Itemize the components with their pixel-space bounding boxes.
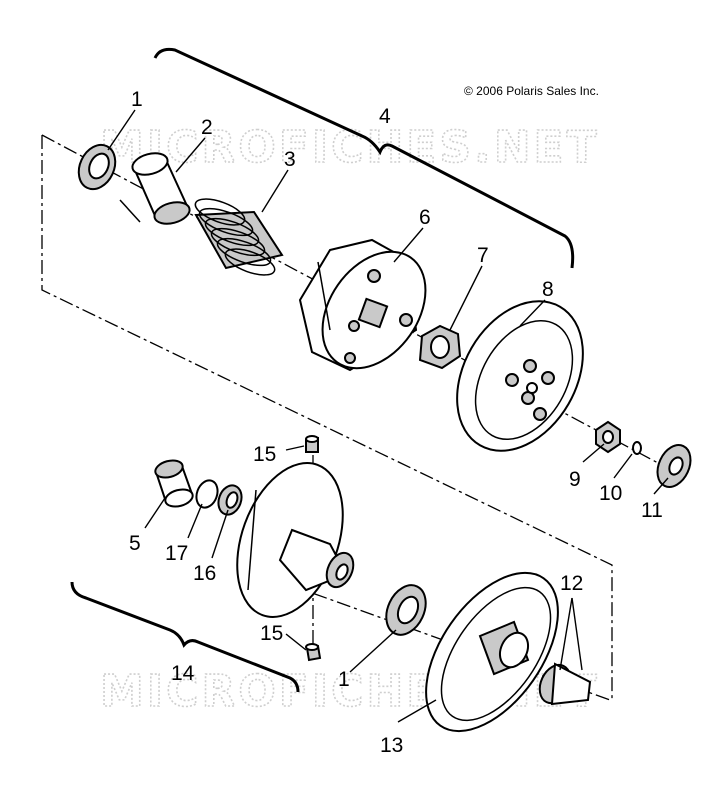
part-1-seal-bottom [385, 584, 427, 636]
part-1-seal-top [77, 143, 117, 191]
callout-3: 3 [284, 148, 296, 171]
callout-12: 12 [560, 572, 583, 595]
callout-8: 8 [542, 278, 554, 301]
callout-10: 10 [599, 482, 622, 505]
part-6-clutch-shoe [298, 238, 427, 372]
callout-16: 16 [193, 562, 216, 585]
bracket-14 [70, 581, 300, 693]
callout-7: 7 [477, 244, 489, 267]
callout-2: 2 [201, 116, 213, 139]
part-9-nut [595, 420, 621, 454]
part-13-movable-sheave [425, 571, 559, 733]
callout-11: 11 [641, 499, 663, 522]
callout-1-top: 1 [131, 88, 143, 111]
callout-6: 6 [419, 206, 431, 229]
part-15-fitting-top [305, 435, 319, 453]
part-11-seal [656, 444, 692, 488]
copyright-notice: © 2006 Polaris Sales Inc. [464, 84, 599, 98]
bracket-4 [153, 47, 575, 269]
part-16-spacer [217, 484, 243, 516]
callout-4: 4 [379, 105, 391, 128]
part-8-clutch-drum [456, 300, 584, 452]
callout-14: 14 [171, 662, 195, 685]
callout-13: 13 [380, 734, 403, 757]
callout-9: 9 [569, 468, 581, 491]
part-3-spring [194, 198, 284, 276]
part-12-cam [538, 662, 592, 706]
callout-leader-lines [107, 109, 669, 723]
callout-5: 5 [129, 532, 141, 555]
part-10-washer [632, 441, 642, 455]
callout-15-bottom: 15 [260, 622, 283, 645]
callout-labels: 1 2 3 4 6 7 8 9 10 11 15 5 17 16 12 15 1… [129, 88, 663, 757]
part-15-fitting-bottom [305, 643, 322, 662]
callout-15-top: 15 [253, 443, 276, 466]
part-17-snap-ring [195, 479, 219, 509]
part-2-sleeve [119, 152, 191, 225]
callout-1-bottom: 1 [338, 668, 350, 691]
part-14-driven-sheave [236, 462, 355, 618]
callout-17: 17 [165, 542, 188, 565]
part-5-needle-bearing [154, 459, 194, 508]
part-7-hex-nut [418, 324, 462, 370]
